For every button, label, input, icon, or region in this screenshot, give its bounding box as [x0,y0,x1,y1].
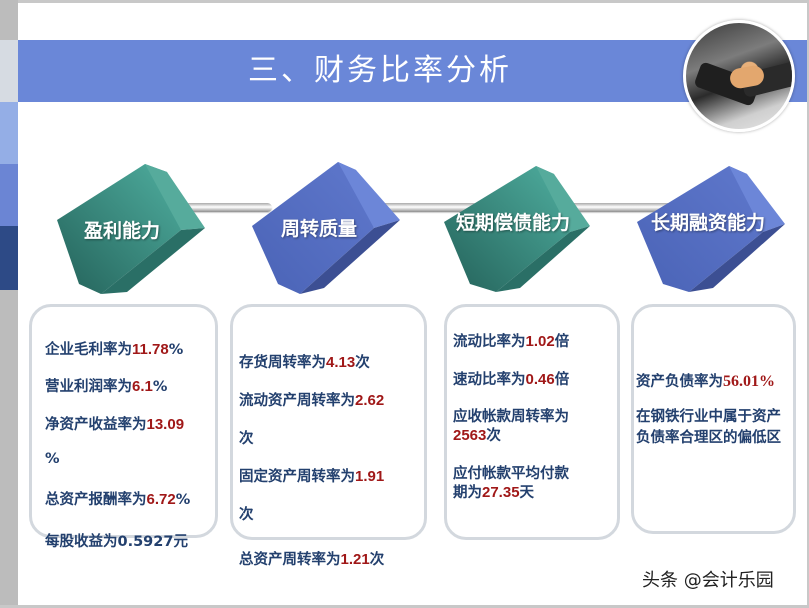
rail-segment-sky [0,102,18,164]
category-label: 周转质量 [280,218,357,240]
metric-roa: 总资产报酬率为6.72% [45,491,191,508]
blue-cube-icon [252,162,400,294]
rail-segment-navy [0,226,18,290]
category-cube-profitability: 盈利能力 [55,160,205,300]
metric-receivables-turnover-value: 2563次 [453,427,501,444]
metric-value: 6.72 [146,491,176,508]
rail-segment-blue [0,164,18,226]
category-cube-turnover: 周转质量 [252,160,402,300]
metric-eps: 每股收益为0.5927元 [45,534,188,550]
category-cube-short-term-solvency: 短期偿债能力 [440,160,590,300]
blue-cube-icon [637,166,785,292]
title-band [18,40,807,102]
metric-current-ratio: 流动比率为1.02倍 [453,333,570,350]
metric-value: 11.78 [132,341,169,358]
watermark: 头条 @会计乐园 [642,570,774,591]
metric-payables-period-value: 期为27.35天 [453,484,535,501]
metric-value: 4.13 [326,354,356,371]
metric-roe: 净资产收益率为13.09 [45,416,185,433]
metric-current-asset-turnover-unit: 次 [239,431,254,447]
card-turnover [230,304,427,540]
teal-cube-icon [57,164,205,294]
metric-total-asset-turnover: 总资产周转率为1.21次 [239,551,385,568]
metric-inventory-turnover: 存货周转率为4.13次 [239,354,370,371]
category-label: 盈利能力 [83,220,160,242]
metric-quick-ratio: 速动比率为0.46倍 [453,371,570,388]
metric-debt-ratio: 资产负债率为56.01% [636,373,775,390]
metric-value: 56.01 [723,373,759,390]
industry-note-line-2: 负债率合理区的偏低区 [636,430,781,446]
connector-bar-3 [566,203,674,212]
metric-value: 1.21 [340,551,370,568]
metric-fixed-asset-turnover: 固定资产周转率为1.91 [239,468,385,485]
metric-operating-margin: 营业利润率为6.1% [45,378,168,395]
category-label: 短期偿债能力 [455,212,570,234]
metric-current-asset-turnover: 流动资产周转率为2.62 [239,392,385,409]
card-profitability [29,304,218,538]
slide-title: 三、财务比率分析 [248,53,512,88]
connector-bar-1 [172,203,272,212]
slide-frame-top [0,0,809,3]
card-long-term-financing [631,304,796,534]
rail-segment-light [0,40,18,102]
metric-value: 1.91 [355,468,385,485]
left-rail [0,0,18,608]
metric-gross-margin: 企业毛利率为11.78% [45,341,184,358]
metric-value: 13.09 [146,416,185,433]
category-cube-long-term-financing: 长期融资能力 [635,160,785,300]
card-short-term-solvency [444,304,620,540]
teal-cube-icon [444,166,590,292]
slide-frame-bottom [0,605,809,608]
connector-bar-2 [368,203,478,212]
metric-value: 2563 [453,427,487,444]
handshake-photo [683,20,795,132]
slide-frame-right [807,0,809,608]
metric-value: 1.02 [525,333,555,350]
metric-value: 0.46 [525,371,555,388]
category-label: 长期融资能力 [650,212,765,234]
metric-value: 27.35 [482,484,520,501]
industry-note-line-1: 在钢铁行业中属于资产 [636,409,781,425]
metric-fixed-asset-turnover-unit: 次 [239,507,254,523]
metric-payables-period: 应付帐款平均付款 [453,466,569,482]
metric-roe-unit: % [45,451,60,467]
metric-value: 2.62 [355,392,385,409]
metric-receivables-turnover: 应收帐款周转率为 [453,409,569,425]
metric-value: 6.1 [132,378,153,395]
